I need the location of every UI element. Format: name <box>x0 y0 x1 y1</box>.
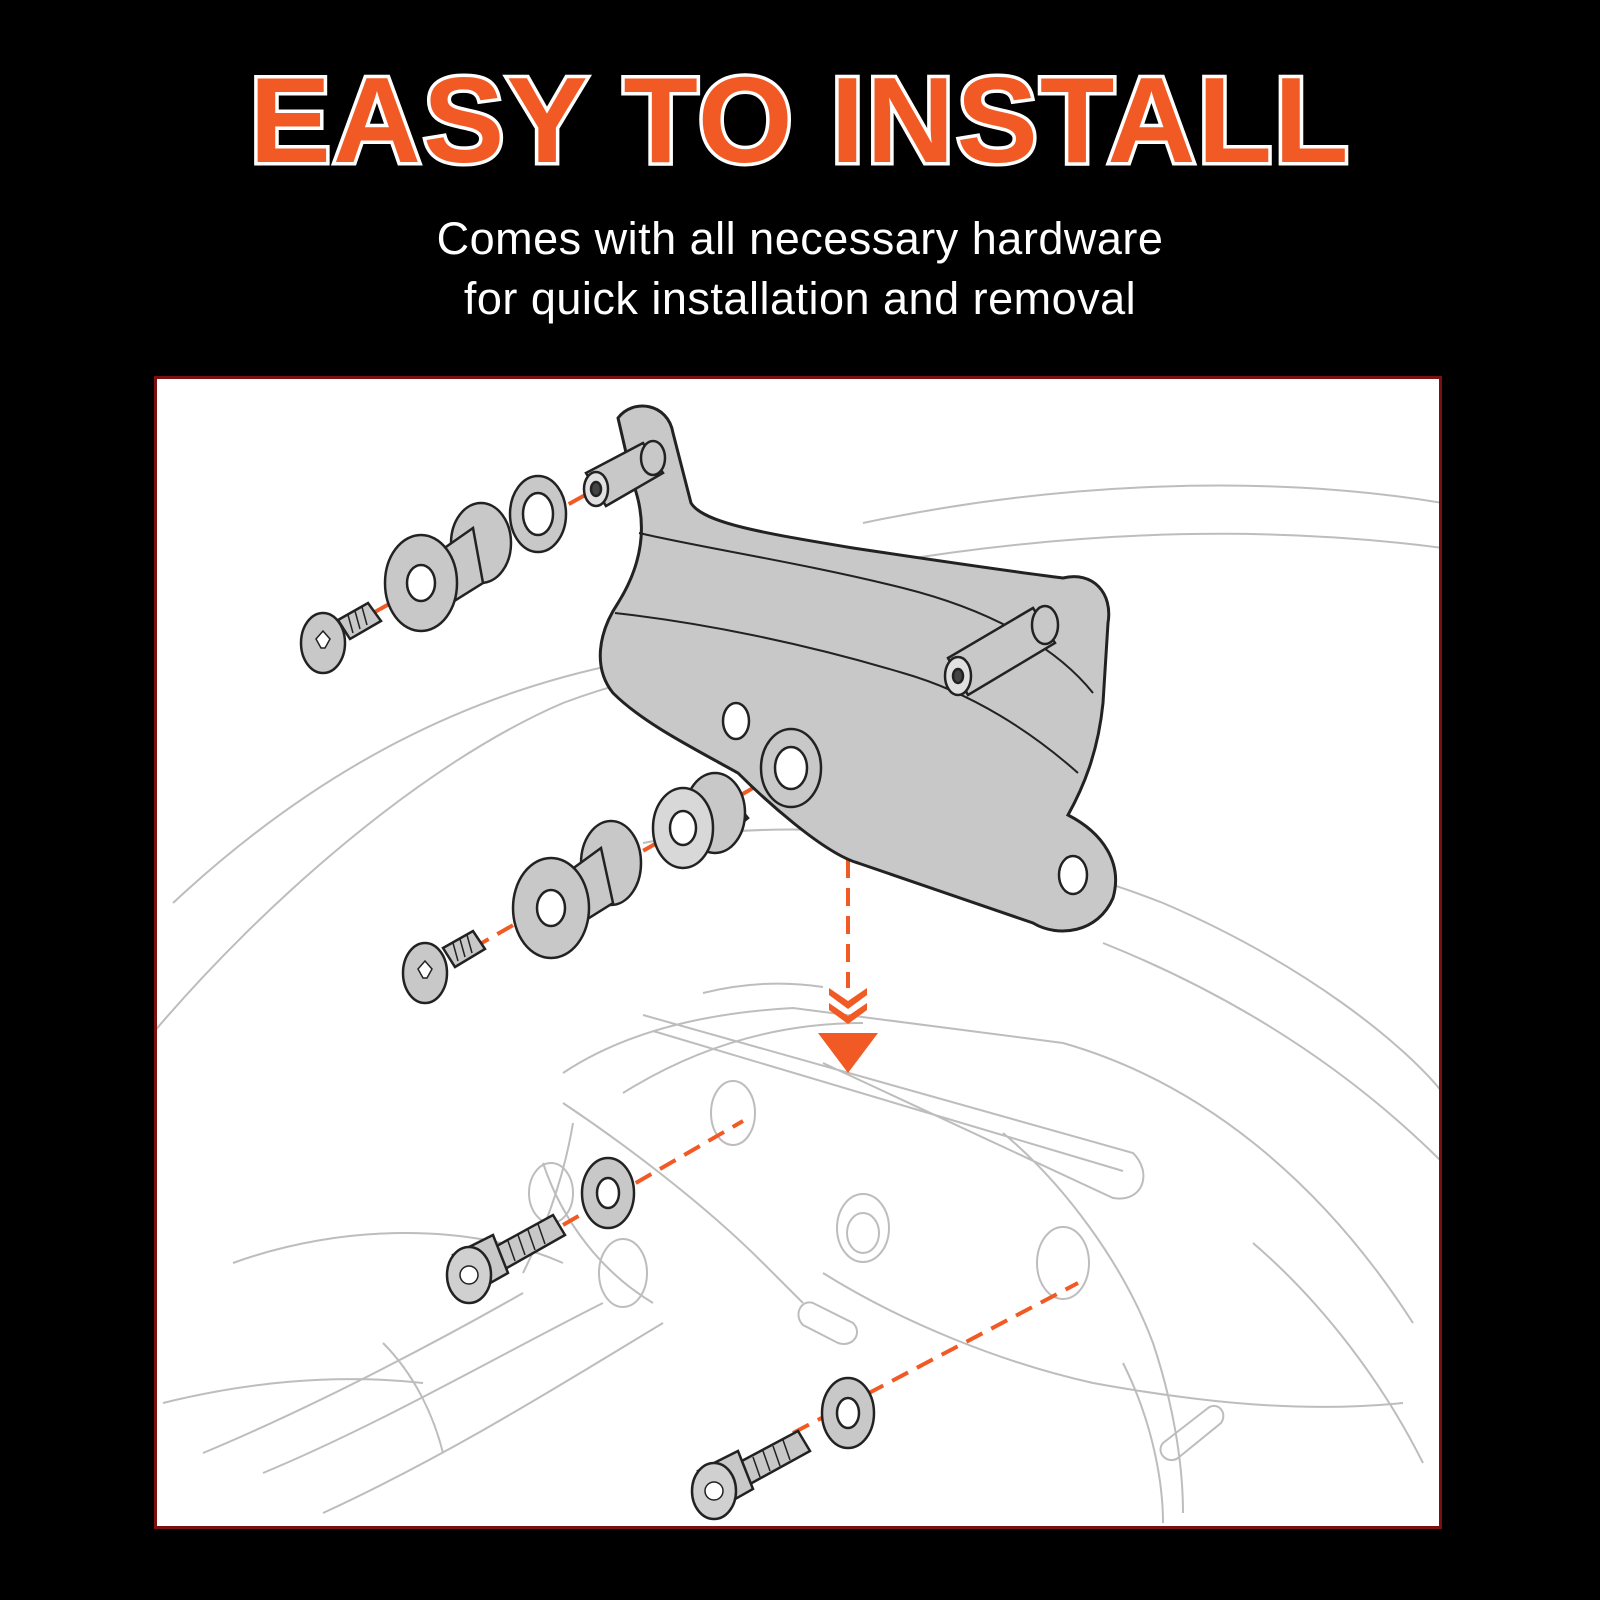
illustration-panel <box>154 376 1442 1529</box>
headline-text: EASY TO INSTALL <box>249 52 1350 188</box>
socket-head-bolt <box>690 1429 812 1521</box>
subtitle-line-2: for quick installation and removal <box>463 273 1137 324</box>
washer <box>759 727 823 809</box>
socket-head-bolt <box>445 1213 567 1305</box>
rubber-grommet <box>511 819 643 960</box>
standoff-post <box>582 439 1060 697</box>
washer <box>580 1156 636 1230</box>
lower-left-hardware <box>445 1156 636 1305</box>
lower-bottom-hardware <box>690 1376 876 1521</box>
subtitle-line-1: Comes with all necessary hardware <box>436 213 1164 264</box>
motorcycle-frame <box>157 484 1439 1524</box>
upper-hardware <box>299 474 568 675</box>
installation-diagram <box>157 404 1439 1524</box>
washer <box>508 474 568 554</box>
spacer <box>651 771 750 870</box>
middle-hardware <box>401 727 823 1005</box>
torx-screw <box>299 601 383 675</box>
down-arrow-icon <box>818 988 878 1073</box>
headline: EASY TO INSTALL <box>246 49 1352 191</box>
rubber-grommet <box>383 501 513 633</box>
mounting-bracket <box>598 404 1118 933</box>
torx-screw <box>401 929 487 1005</box>
washer <box>820 1376 876 1450</box>
